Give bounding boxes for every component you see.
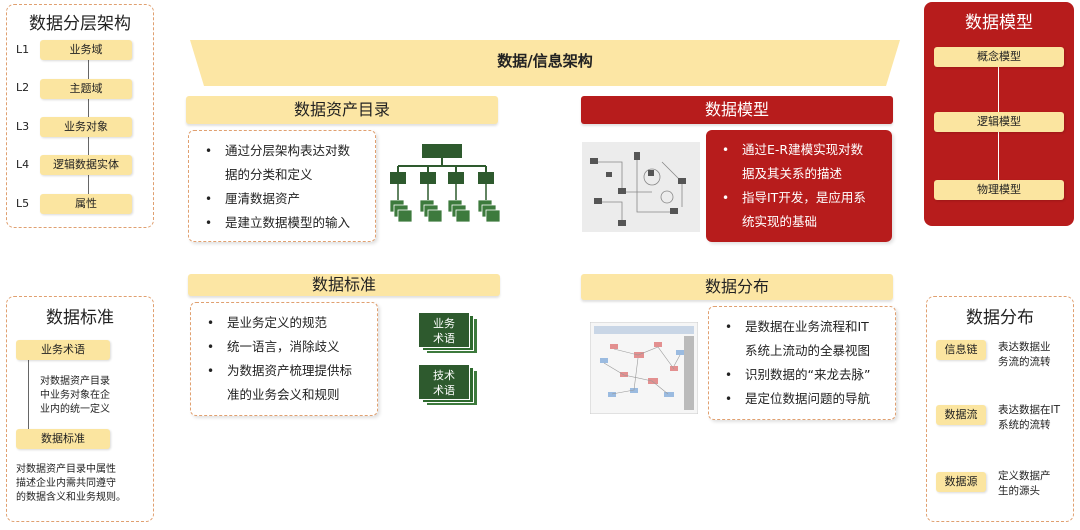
data-standard-panel: 数据标准 [6, 296, 154, 522]
level-num: L2 [16, 81, 30, 94]
layer-architecture-title: 数据分层架构 [29, 14, 131, 34]
data-distribution-header: 数据分布 [581, 274, 893, 300]
right-data-model-title: 数据模型 [965, 13, 1033, 33]
physical-model-label: 物理模型 [934, 180, 1064, 200]
info-chain-desc: 表达数据业 务流的流转 [998, 341, 1051, 368]
level-label-business-domain: 业务域 [40, 40, 132, 60]
bullet-item: 是定位数据问题的导航 [719, 387, 887, 411]
bullet-item: 厘清数据资产 [199, 187, 367, 211]
hierarchy-tree-icon [389, 144, 500, 223]
right-data-distribution-title: 数据分布 [966, 308, 1034, 328]
business-term-desc: 对数据资产目录 中业务对象在企 业内的统一定义 [40, 376, 110, 415]
level-label-logical-entity: 逻辑数据实体 [40, 155, 132, 175]
level-num: L3 [16, 120, 30, 133]
er-diagram-thumbnail [582, 142, 700, 232]
tech-term-stack-icon: 技术 术语 [418, 364, 480, 408]
asset-catalog-header: 数据资产目录 [186, 96, 498, 124]
info-chain-label: 信息链 [936, 340, 986, 360]
banner-title: 数据/信息架构 [497, 52, 593, 70]
level-label-subject-domain: 主题域 [40, 79, 132, 99]
bullet-item: 统一语言，消除歧义 [201, 335, 369, 359]
level-num: L5 [16, 197, 30, 210]
level-label-business-object: 业务对象 [40, 117, 132, 137]
architecture-banner [190, 40, 900, 86]
data-flow-label: 数据流 [936, 405, 986, 425]
standard-connector-line [28, 355, 29, 435]
data-standard-title: 数据标准 [46, 308, 114, 328]
data-standard-desc: 对数据资产目录中属性 描述企业内需共同遵守 的数据含义和业务规则。 [16, 464, 126, 503]
data-standard-label: 数据标准 [16, 429, 110, 449]
business-term-label: 业务术语 [16, 340, 110, 360]
data-source-label: 数据源 [936, 472, 986, 492]
business-term-stack-icon: 业务 术语 [418, 312, 480, 356]
concept-model-label: 概念模型 [934, 47, 1064, 67]
bullet-item: 是业务定义的规范 [201, 311, 369, 335]
logical-model-label: 逻辑模型 [934, 112, 1064, 132]
level-num: L1 [16, 43, 30, 56]
data-model-header: 数据模型 [581, 96, 893, 124]
data-source-desc: 定义数据产 生的源头 [998, 470, 1051, 497]
data-standard-header: 数据标准 [188, 274, 500, 296]
bullet-item: 识别数据的“来龙去脉” [719, 363, 887, 387]
data-flow-desc: 表达数据在IT 系统的流转 [998, 404, 1061, 431]
level-label-attribute: 属性 [40, 194, 132, 214]
bullet-item: 是建立数据模型的输入 [199, 211, 367, 235]
level-num: L4 [16, 158, 30, 171]
data-flow-thumbnail [590, 322, 698, 414]
